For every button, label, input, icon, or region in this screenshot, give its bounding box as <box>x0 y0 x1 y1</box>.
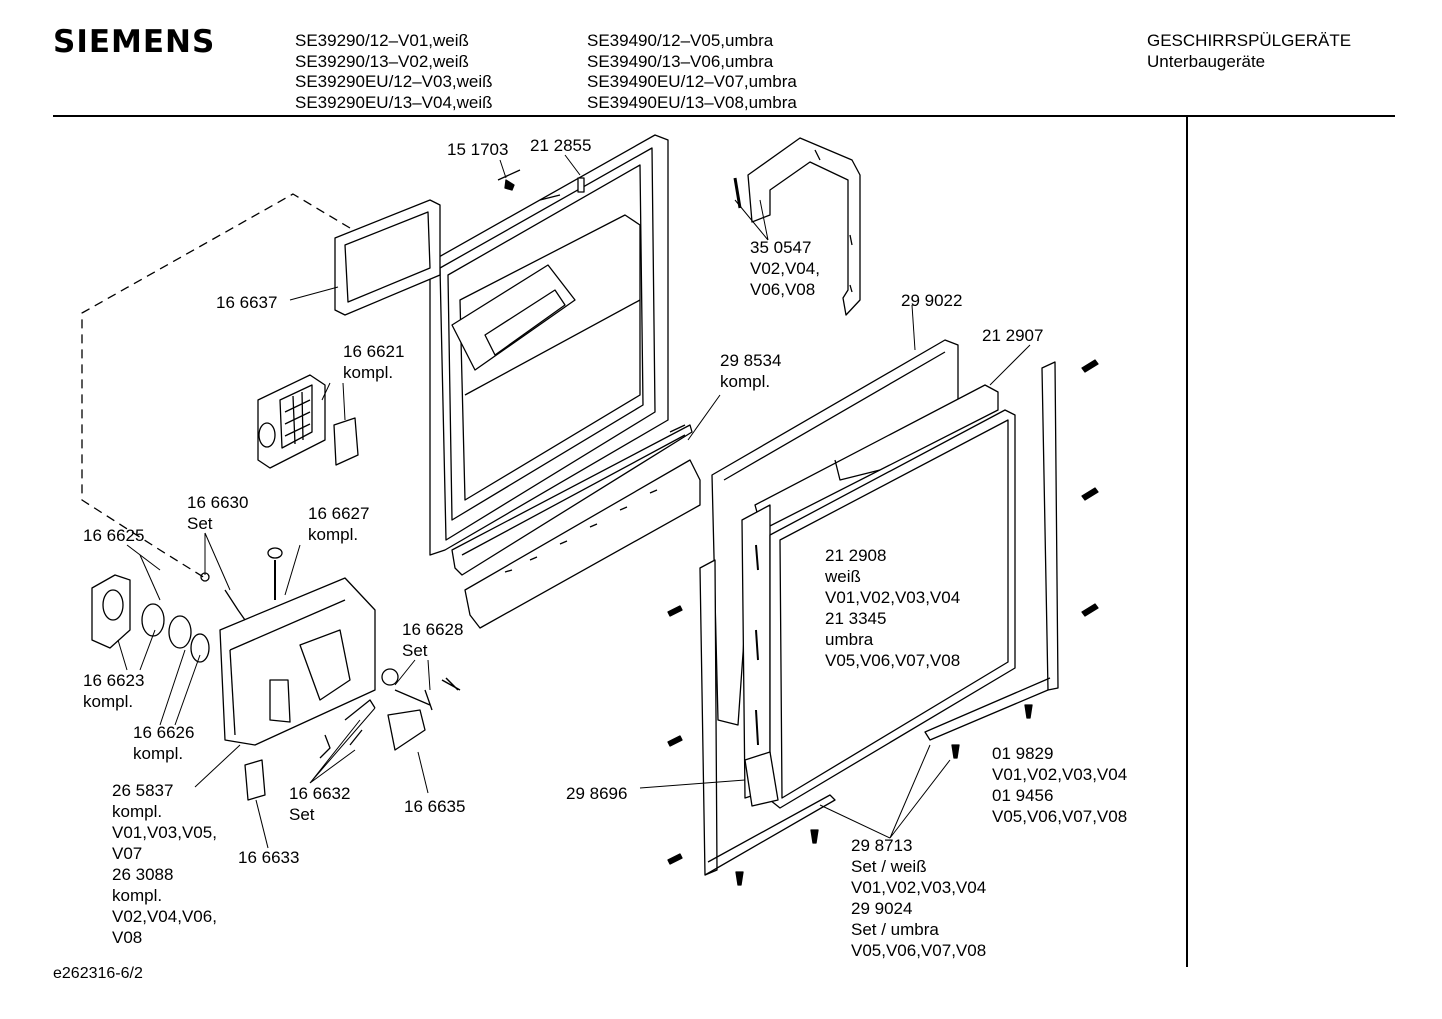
bracket-350547 <box>733 137 861 316</box>
leader-lines <box>117 154 1031 849</box>
model-item: SE39290/13–V02,weiß <box>295 51 469 71</box>
handle-cap-166625 <box>91 574 131 649</box>
category-title: GESCHIRRSPÜLGERÄTE <box>1147 31 1352 50</box>
drawing-id: e262316-6/2 <box>53 965 143 982</box>
label-299022: 29 9022 <box>901 291 963 310</box>
cover-strip <box>464 459 701 629</box>
model-item: SE39290EU/13–V04,weiß <box>295 92 493 112</box>
screws <box>667 359 1099 886</box>
part-298696 <box>744 751 779 807</box>
label-151703: 15 1703 <box>447 140 509 159</box>
category-subtitle: Unterbaugeräte <box>1147 51 1266 71</box>
inner-door-panel <box>429 134 669 556</box>
label-166635: 16 6635 <box>404 797 466 816</box>
side-trim <box>924 361 1059 741</box>
panel-212907 <box>741 384 999 799</box>
left-trim <box>699 559 836 876</box>
small-parts <box>200 547 461 801</box>
side-divider <box>1186 117 1188 967</box>
model-list-left: SE39290/12–V01,weiß SE39290/13–V02,weiß … <box>295 31 493 113</box>
label-166637: 16 6637 <box>216 293 278 312</box>
model-item: SE39490EU/13–V08,umbra <box>587 92 797 112</box>
category-block: GESCHIRRSPÜLGERÄTE Unterbaugeräte <box>1147 31 1351 72</box>
model-item: SE39290/12–V01,weiß <box>295 31 469 50</box>
model-item: SE39490/12–V05,umbra <box>587 31 774 50</box>
seal-rings <box>141 603 210 663</box>
model-list-right: SE39490/12–V05,umbra SE39490/13–V06,umbr… <box>587 31 797 113</box>
dispenser-housing-265837 <box>219 577 376 746</box>
label-166633: 16 6633 <box>238 848 300 867</box>
brand-logo: SIEMENS <box>53 24 216 60</box>
grid-cover-166621 <box>257 374 359 469</box>
label-298696: 29 8696 <box>566 784 628 803</box>
label-212855: 21 2855 <box>530 136 592 155</box>
label-166625: 16 6625 <box>83 526 145 545</box>
screw-151703 <box>504 179 515 191</box>
model-item: SE39490EU/12–V07,umbra <box>587 72 797 92</box>
model-item: SE39290EU/12–V03,weiß <box>295 72 493 92</box>
model-item: SE39490/13–V06,umbra <box>587 51 774 71</box>
label-212907: 21 2907 <box>982 326 1044 345</box>
dispenser-window-166637 <box>334 199 441 316</box>
panel-strip-298534 <box>451 424 693 576</box>
header-divider <box>53 115 1395 117</box>
